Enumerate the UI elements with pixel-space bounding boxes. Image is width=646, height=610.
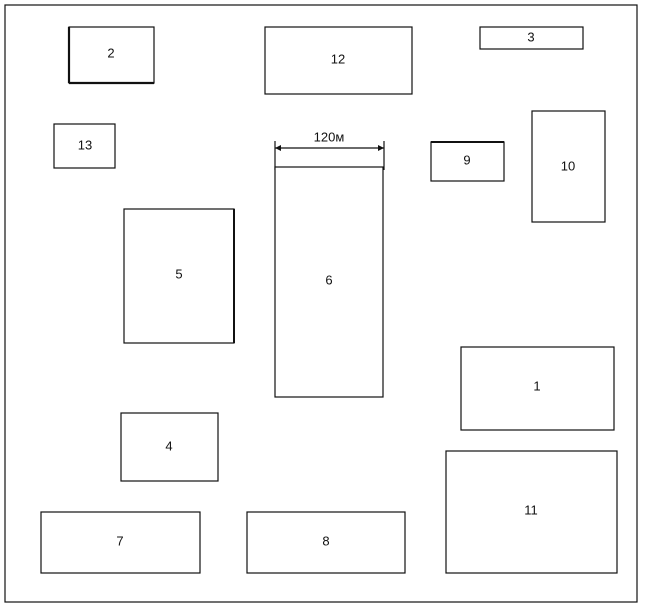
box-10: 10 — [531, 110, 606, 223]
site-boundary — [4, 4, 638, 603]
box-4-label: 4 — [165, 438, 172, 453]
box-2-label: 2 — [107, 45, 114, 60]
box-3-label: 3 — [527, 29, 534, 44]
box-9: 9 — [430, 141, 505, 182]
box-12-label: 12 — [331, 51, 345, 66]
box-5-label: 5 — [175, 266, 182, 281]
box-7-label: 7 — [116, 533, 123, 548]
box-6-label: 6 — [325, 272, 332, 287]
box-2: 2 — [67, 26, 155, 85]
box-9-label: 9 — [463, 152, 470, 167]
box-4: 4 — [120, 412, 219, 482]
box-1-label: 1 — [533, 378, 540, 393]
box-8: 8 — [246, 511, 406, 574]
box-6: 6 — [274, 166, 384, 398]
box-3: 3 — [479, 26, 584, 50]
dimension-marker: 120м — [274, 129, 385, 170]
dimension-label: 120м — [314, 129, 345, 144]
box-13-label: 13 — [78, 137, 92, 152]
box-5: 5 — [123, 208, 235, 344]
box-10-label: 10 — [561, 158, 575, 173]
box-13: 13 — [53, 123, 116, 169]
box-11: 11 — [445, 450, 618, 574]
box-7: 7 — [40, 511, 201, 574]
box-11-label: 11 — [524, 502, 538, 517]
box-12: 12 — [264, 26, 413, 95]
box-1: 1 — [460, 346, 615, 431]
box-8-label: 8 — [322, 533, 329, 548]
